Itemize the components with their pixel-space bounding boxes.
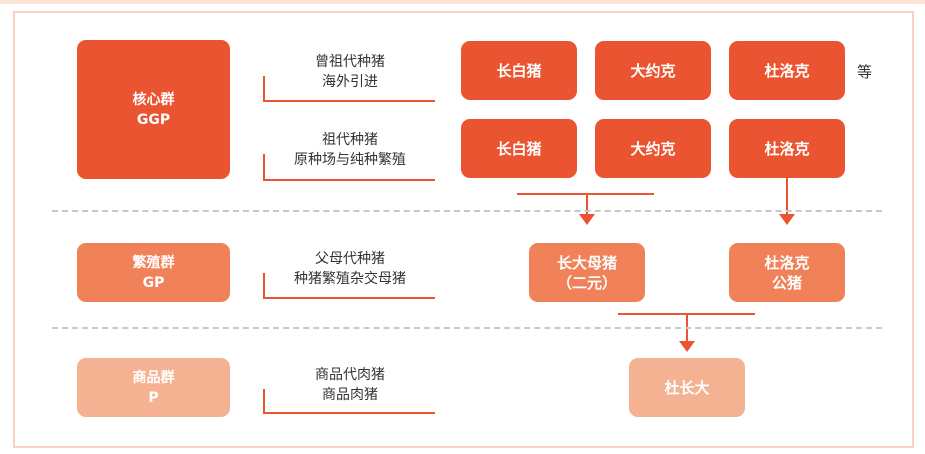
breed-duroc-ggp: 杜洛克 (729, 41, 845, 100)
tier-commercial-p: 商品群 P (77, 358, 230, 417)
top-band (0, 0, 925, 4)
bracket-parent (263, 273, 435, 299)
bracket-commercial (263, 389, 435, 414)
desc-great-grandparent-line1: 曾祖代种猪 (315, 54, 385, 70)
breed-landrace-gp-label: 长白猪 (496, 139, 542, 158)
gp-sow-box: 长大母猪 （二元） (529, 243, 645, 302)
product-label: 杜长大 (664, 378, 710, 397)
connector-sow-stem (586, 193, 588, 215)
breed-yorkshire-ggp: 大约克 (595, 41, 711, 100)
tier-core-ggp: 核心群 GGP (77, 40, 230, 179)
tier-commercial-name: 商品群 (132, 369, 175, 386)
desc-grandparent-line1: 祖代种猪 (322, 132, 378, 148)
gp-sow-line1: 长大母猪 (556, 253, 617, 272)
gp-boar-line2: 公猪 (771, 273, 802, 292)
breed-landrace-ggp-label: 长白猪 (496, 61, 542, 80)
desc-parent-line1: 父母代种猪 (315, 251, 385, 267)
desc-commercial: 商品代肉猪 商品肉猪 (260, 365, 440, 405)
breed-yorkshire-gp-label: 大约克 (630, 139, 676, 158)
separator-ggp-gp (52, 210, 882, 212)
gp-sow-line2: （二元） (556, 273, 617, 292)
breed-landrace-ggp: 长白猪 (461, 41, 577, 100)
breed-yorkshire-ggp-label: 大约克 (630, 61, 676, 80)
tier-commercial-code: P (148, 389, 159, 406)
breed-landrace-gp: 长白猪 (461, 119, 577, 178)
desc-commercial-line2: 商品肉猪 (322, 387, 378, 403)
desc-commercial-line1: 商品代肉猪 (315, 367, 385, 383)
etc-label: 等 (857, 63, 873, 81)
tier-core-name: 核心群 (132, 91, 175, 108)
product-box: 杜长大 (629, 358, 745, 417)
tier-breeding-name: 繁殖群 (132, 254, 175, 271)
breed-duroc-gp-label: 杜洛克 (764, 139, 810, 158)
breed-duroc-ggp-label: 杜洛克 (764, 61, 810, 80)
gp-boar-line1: 杜洛克 (764, 253, 810, 272)
connector-boar-stem (786, 178, 788, 215)
breed-duroc-gp: 杜洛克 (729, 119, 845, 178)
arrow-to-sow (579, 214, 595, 225)
connector-landrace-yorkshire (517, 193, 654, 195)
tier-breeding-gp: 繁殖群 GP (77, 243, 230, 302)
arrow-to-boar (779, 214, 795, 225)
desc-parent: 父母代种猪 种猪繁殖杂交母猪 (260, 249, 440, 289)
breed-yorkshire-gp: 大约克 (595, 119, 711, 178)
bracket-great-grandparent (263, 76, 435, 102)
bracket-grandparent (263, 154, 435, 181)
desc-parent-line2: 种猪繁殖杂交母猪 (294, 271, 406, 287)
arrow-to-product (679, 341, 695, 352)
desc-great-grandparent: 曾祖代种猪 海外引进 (260, 52, 440, 92)
desc-grandparent-line2: 原种场与纯种繁殖 (294, 152, 406, 168)
desc-grandparent: 祖代种猪 原种场与纯种繁殖 (260, 130, 440, 170)
tier-core-code: GGP (136, 111, 171, 128)
desc-great-grandparent-line2: 海外引进 (322, 74, 378, 90)
separator-gp-p (52, 327, 882, 329)
gp-boar-box: 杜洛克 公猪 (729, 243, 845, 302)
tier-breeding-code: GP (142, 274, 165, 291)
